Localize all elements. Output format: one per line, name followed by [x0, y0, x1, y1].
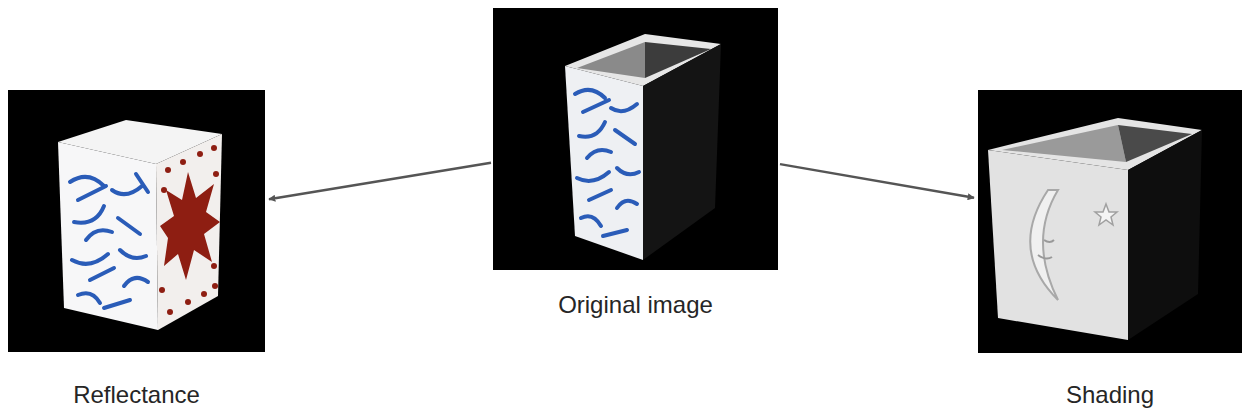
illustration-part	[493, 8, 778, 270]
illustration-part	[988, 150, 1128, 340]
illustration-part	[8, 90, 265, 352]
illustration-part	[1128, 130, 1202, 340]
original-picture	[493, 8, 778, 270]
illustration-part	[74, 206, 104, 223]
illustration-part	[159, 287, 165, 293]
illustration-part	[165, 167, 171, 173]
image-panel: Original image	[493, 8, 778, 319]
illustration-part	[70, 177, 104, 186]
illustration-part	[565, 66, 643, 260]
illustration-part	[211, 145, 217, 151]
illustration-part	[615, 130, 635, 144]
illustration-part	[159, 145, 219, 315]
illustration-part	[58, 142, 158, 330]
illustration-part	[112, 186, 142, 194]
panel-caption: Reflectance	[4, 380, 269, 409]
image-panel: Shading	[978, 90, 1242, 409]
illustration-part	[72, 254, 108, 264]
illustration-part	[575, 90, 639, 236]
illustration-part	[185, 299, 191, 305]
illustration-part	[212, 283, 218, 289]
shading-picture	[978, 90, 1242, 353]
illustration-part	[583, 100, 609, 112]
illustration-part	[1044, 240, 1054, 242]
illustration-part	[617, 201, 637, 208]
illustration-part	[201, 291, 207, 297]
panel-frame	[8, 90, 265, 352]
illustration-part	[104, 300, 130, 308]
illustration-part	[587, 150, 611, 158]
illustration-part	[167, 309, 173, 315]
illustration-part	[617, 168, 639, 174]
illustration-part	[120, 250, 146, 258]
reflectance-picture	[8, 90, 265, 352]
illustration-part	[118, 218, 140, 234]
illustration-part	[579, 122, 605, 137]
illustration-part	[603, 230, 627, 236]
illustration-part	[180, 159, 186, 165]
image-panel: Reflectance	[8, 90, 265, 409]
illustration-part	[124, 278, 148, 286]
arrow-connector	[269, 163, 491, 199]
illustration-part	[78, 186, 106, 200]
illustration-part	[643, 44, 721, 260]
panel-frame	[493, 8, 778, 270]
illustration-part	[575, 90, 605, 98]
illustration-part	[581, 216, 601, 226]
panel-caption: Shading	[974, 380, 1246, 409]
illustration-part	[1030, 190, 1058, 300]
illustration-part	[589, 190, 611, 200]
illustration-part	[213, 171, 219, 177]
illustration-part	[156, 134, 222, 330]
illustration-part	[161, 187, 167, 193]
illustration-part	[978, 90, 1242, 353]
illustration-part	[70, 174, 148, 308]
illustration-part	[78, 293, 100, 303]
illustration-part	[90, 268, 114, 280]
illustration-part	[1038, 255, 1052, 259]
illustration-part	[136, 174, 148, 192]
panel-frame	[978, 90, 1242, 353]
illustration-part	[611, 104, 637, 111]
illustration-part	[160, 172, 220, 280]
arrow-connector	[780, 164, 974, 198]
illustration-part	[86, 230, 112, 240]
illustration-part	[577, 172, 609, 181]
illustration-part	[197, 151, 203, 157]
illustration-part	[1095, 204, 1117, 225]
panel-caption: Original image	[489, 290, 782, 319]
illustration-part	[211, 263, 217, 269]
